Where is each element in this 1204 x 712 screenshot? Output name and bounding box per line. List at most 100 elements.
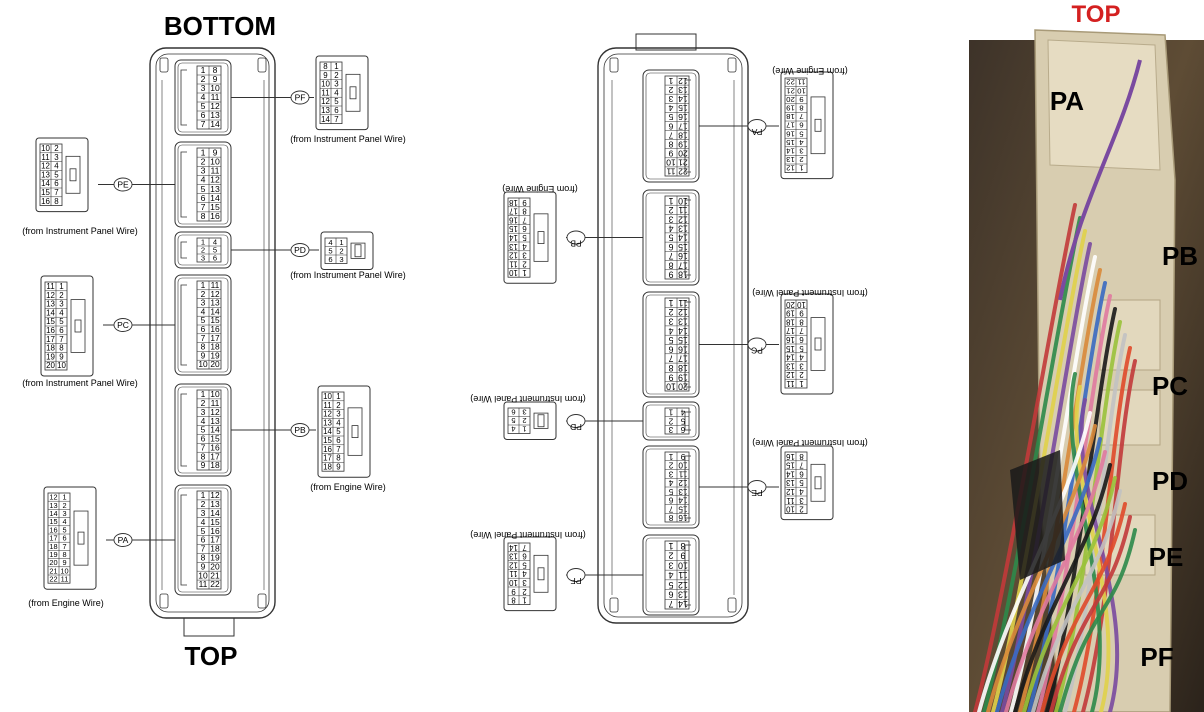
pin-number: 7 xyxy=(668,251,673,261)
pin-number: 15 xyxy=(786,461,795,470)
pin-number: 20 xyxy=(678,149,688,159)
pin-number: 11 xyxy=(211,92,220,102)
pin-number: 14 xyxy=(210,508,220,518)
pin-number: 16 xyxy=(41,197,50,206)
pin-number: 13 xyxy=(323,418,332,427)
wire-source-label: (from Engine Wire) xyxy=(28,598,104,608)
pin-number: 21 xyxy=(786,86,795,95)
photo-wire xyxy=(1049,515,1132,712)
pin-number: 12 xyxy=(41,162,50,171)
pin-number: 10 xyxy=(678,560,688,570)
pin-number: 7 xyxy=(201,119,206,129)
pin-number: 21 xyxy=(678,158,688,168)
pin-number: 2 xyxy=(668,416,673,425)
photo-wire xyxy=(1040,502,1127,712)
pin-number: 2 xyxy=(201,156,206,166)
photo-label-PB: PB xyxy=(1162,241,1198,271)
pin-number: 6 xyxy=(668,496,673,506)
pin-number: 13 xyxy=(210,110,220,120)
pin-number: 1 xyxy=(62,493,66,502)
pin-number: 2 xyxy=(201,74,206,84)
pin-number: 20 xyxy=(678,382,688,392)
pin-number: 18 xyxy=(678,363,688,373)
pin-number: 11 xyxy=(797,78,805,87)
pin-number: 10 xyxy=(509,268,518,277)
pin-number: 11 xyxy=(41,153,50,162)
pin-number: 4 xyxy=(328,238,333,247)
pin-number: 5 xyxy=(201,425,206,435)
top-heading: TOP xyxy=(185,641,238,671)
pin-number: 6 xyxy=(328,255,332,264)
pin-number: 9 xyxy=(522,198,527,207)
pin-number: 9 xyxy=(213,147,218,157)
pin-number: 2 xyxy=(339,246,343,255)
photo-wire xyxy=(1058,528,1137,712)
pin-number: 9 xyxy=(668,149,673,159)
pin-number: 2 xyxy=(201,245,205,254)
pin-number: 16 xyxy=(786,452,795,461)
pin-number: 11 xyxy=(786,496,795,505)
pin-number: 9 xyxy=(680,452,685,462)
pin-number: 5 xyxy=(680,416,685,425)
photo-label-PC: PC xyxy=(1152,371,1188,401)
pin-number: 12 xyxy=(678,307,688,317)
pin-number: 16 xyxy=(678,251,688,261)
section-id-label: PD xyxy=(570,422,582,432)
pin-number: 2 xyxy=(201,398,206,408)
pin-number: 12 xyxy=(509,251,518,260)
pin-number: 1 xyxy=(668,452,673,462)
pin-number: 2 xyxy=(62,501,66,510)
pin-number: 17 xyxy=(210,451,220,461)
pin-number: 11 xyxy=(678,469,687,479)
pin-number: 16 xyxy=(786,129,795,138)
pin-number: 2 xyxy=(54,144,58,153)
pin-number: 14 xyxy=(786,147,795,156)
section-id-label: PF xyxy=(571,576,582,586)
pin-number: 19 xyxy=(210,552,220,562)
pin-number: 16 xyxy=(678,513,688,523)
pin-number: 2 xyxy=(799,505,803,514)
pin-number: 3 xyxy=(668,94,673,104)
bottom-heading: BOTTOM xyxy=(164,11,276,41)
pin-number: 11 xyxy=(211,166,220,176)
pin-number: 6 xyxy=(334,106,339,115)
photo-wire-bundle xyxy=(973,59,1142,712)
pin-number: 13 xyxy=(786,361,795,370)
pin-number: 1 xyxy=(334,62,339,71)
pin-number: 2 xyxy=(799,155,803,164)
wire-source-label: (from Engine Wire) xyxy=(502,184,578,194)
pin-number: 6 xyxy=(54,179,59,188)
pin-number: 15 xyxy=(41,188,50,197)
pin-number: 11 xyxy=(786,379,795,388)
pin-number: 15 xyxy=(678,335,688,345)
photo-wire xyxy=(1072,346,1132,712)
pin-number: 13 xyxy=(41,170,50,179)
pin-number: 3 xyxy=(522,251,527,260)
pin-number: 17 xyxy=(210,333,220,343)
pin-number: 6 xyxy=(522,224,527,233)
section-id-label: PB xyxy=(570,239,582,249)
pin-number: 4 xyxy=(201,517,206,527)
pin-number: 4 xyxy=(799,487,804,496)
pin-number: 14 xyxy=(323,427,332,436)
pin-number: 10 xyxy=(666,158,676,168)
badge-PC: PC xyxy=(113,318,133,332)
photo-wire xyxy=(1004,450,1107,712)
pin-number: 7 xyxy=(668,599,673,609)
pin-number: 9 xyxy=(62,558,66,567)
pin-number: 5 xyxy=(668,335,673,345)
pin-number: 10 xyxy=(797,86,806,95)
pin-number: 3 xyxy=(668,469,673,479)
pin-number: 6 xyxy=(511,408,515,417)
photo-wire xyxy=(995,437,1102,712)
